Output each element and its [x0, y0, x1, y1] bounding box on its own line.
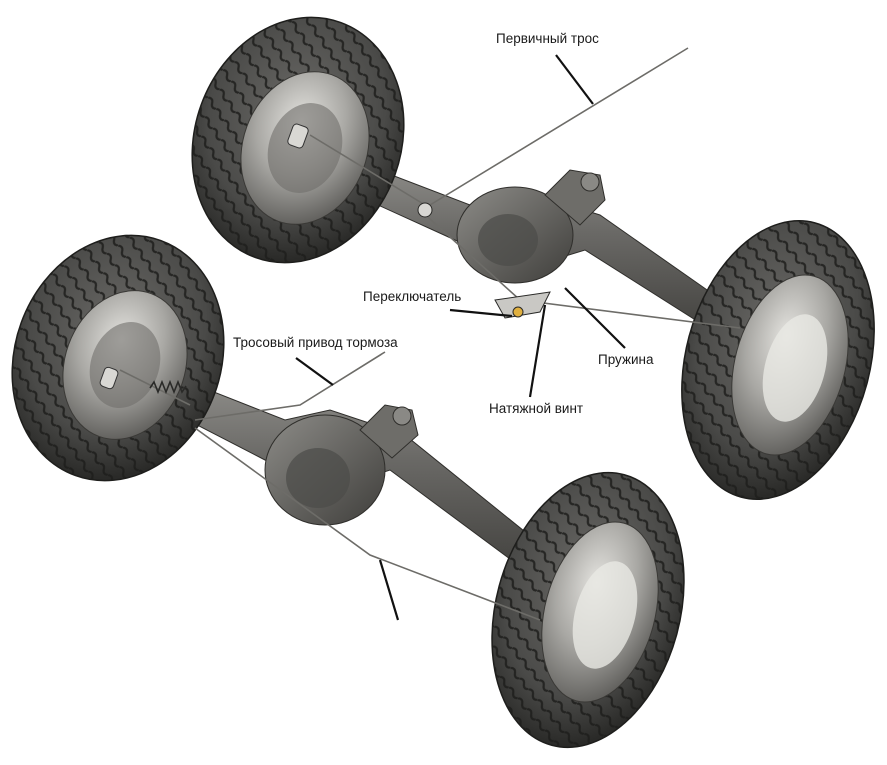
- front-axle-assembly: [11, 234, 685, 749]
- front-left-wheel: [11, 234, 225, 482]
- leader-lines: [295, 54, 626, 621]
- rear-axle-assembly: [191, 16, 875, 500]
- label-brake-cable-drive: Тросовый привод тормоза: [233, 335, 398, 350]
- front-cable-left: [119, 369, 191, 406]
- label-switch: Переключатель: [363, 289, 462, 304]
- label-primary-cable: Первичный трос: [496, 31, 599, 46]
- leader-switch: [449, 308, 513, 318]
- leader-cable-drive: [295, 357, 334, 386]
- rear-left-wheel: [191, 16, 405, 264]
- front-cable-right: [194, 427, 541, 621]
- rear-left-cable: [309, 134, 431, 209]
- primary-cable-line: [429, 47, 689, 206]
- front-cable-drive: [194, 351, 386, 421]
- leader-spring: [564, 287, 626, 349]
- label-tension-screw: Натяжной винт: [489, 401, 584, 416]
- rear-right-wheel: [681, 220, 875, 500]
- leader-lower: [378, 559, 400, 621]
- leader-primary-cable: [555, 54, 594, 105]
- front-right-wheel: [491, 471, 685, 749]
- label-spring: Пружина: [598, 352, 654, 367]
- spring: [149, 379, 187, 395]
- switch-equalizer: [417, 202, 551, 319]
- leader-tension-screw: [528, 304, 547, 398]
